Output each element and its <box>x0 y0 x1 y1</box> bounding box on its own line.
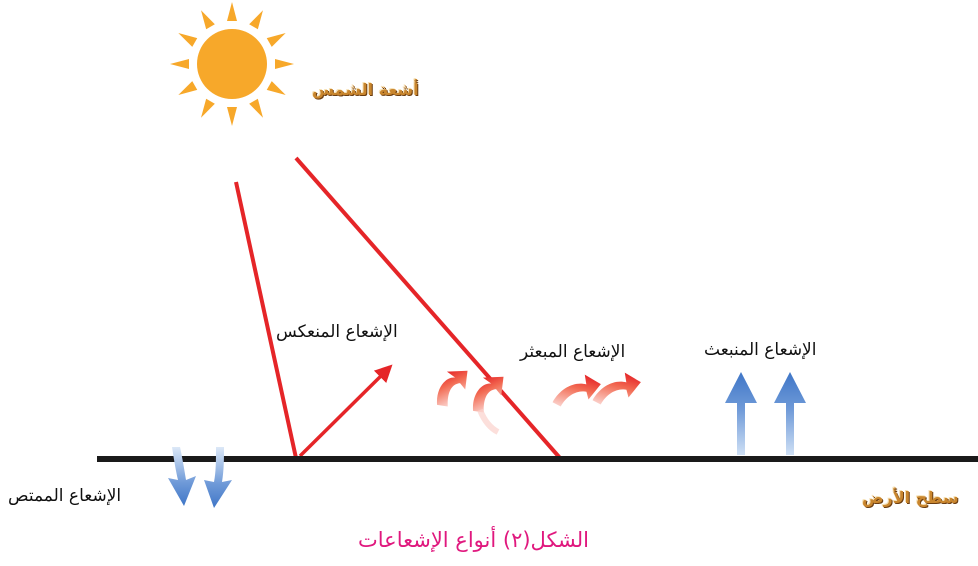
incident-ray-left <box>234 181 298 459</box>
absorbed-radiation-label: الإشعاع الممتص <box>8 486 122 506</box>
scattered-arrow <box>552 374 601 407</box>
sun-ray <box>266 81 286 95</box>
sun-ray <box>227 107 237 126</box>
sun-ray <box>170 59 189 69</box>
sun-icon <box>170 2 294 126</box>
sun-ray <box>201 10 215 30</box>
emitted-radiation-label: الإشعاع المنبعث <box>704 340 817 360</box>
sun-ray <box>275 59 294 69</box>
scattered-arrows-left <box>437 370 504 435</box>
sun-ray <box>249 10 263 30</box>
scattered-arrow <box>473 376 504 413</box>
scattered-arrows-right <box>552 372 641 407</box>
ground-surface-label: سطح الأرض <box>862 488 959 507</box>
sun-label: أشعة الشمس <box>312 80 419 99</box>
emitted-arrow <box>774 372 806 455</box>
absorbed-arrow <box>204 447 232 508</box>
sun-ray <box>178 81 198 95</box>
scattered-arrow <box>592 372 641 405</box>
scattered-radiation-label: الإشعاع المبعثر <box>520 342 626 362</box>
scattered-arrow <box>437 370 468 407</box>
sun-ray <box>266 33 286 47</box>
reflected-radiation-label: الإشعاع المنعكس <box>276 322 398 342</box>
incident-ray-right <box>294 156 562 460</box>
absorbed-arrows <box>168 447 232 508</box>
sun-ray <box>227 2 237 21</box>
absorbed-arrow <box>168 447 196 506</box>
emitted-arrow <box>725 372 757 455</box>
figure-caption: الشكل(٢) أنواع الإشعاعات <box>358 528 590 552</box>
sun-ray <box>249 98 263 118</box>
sun-ray <box>201 98 215 118</box>
reflected-ray-arrow <box>298 364 393 458</box>
sun-ray <box>178 33 198 47</box>
emitted-arrows <box>725 372 806 455</box>
